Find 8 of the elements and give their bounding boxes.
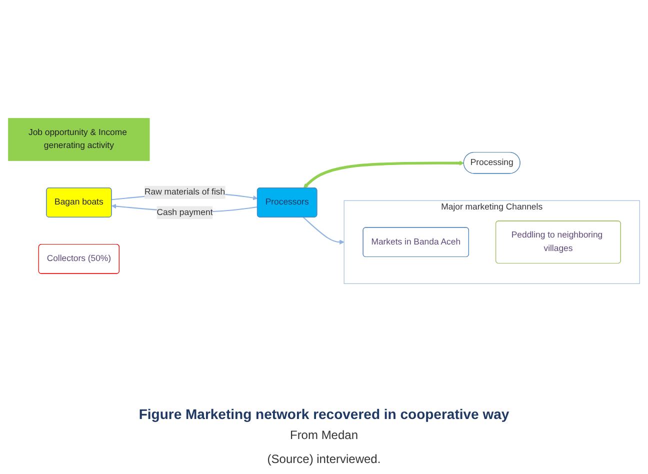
node-box: Job opportunity & Income generating activity	[8, 118, 150, 161]
arrow	[302, 216, 344, 244]
note-text: From Medan	[290, 428, 358, 442]
arrow	[303, 160, 464, 188]
edge-label: Cash payment	[156, 208, 213, 218]
note-text: (Source) interviewed.	[267, 452, 381, 466]
figure-caption: Figure Marketing network recovered in cooperative way	[138, 406, 510, 422]
edge-label: Raw materials of fish	[144, 188, 226, 197]
